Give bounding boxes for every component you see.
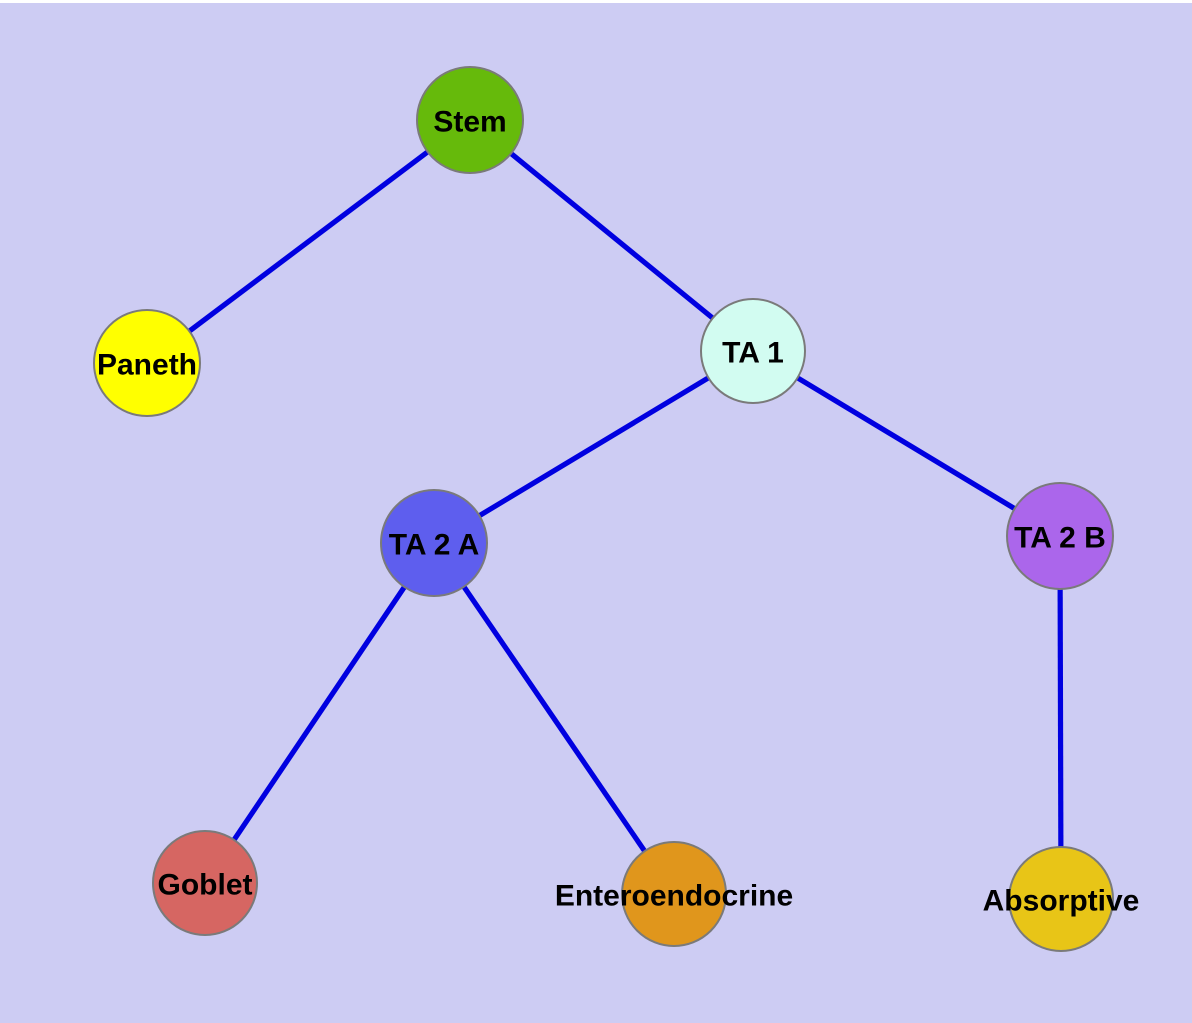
node-circle-enteroendocrine bbox=[621, 841, 727, 947]
node-enteroendocrine: Enteroendocrine bbox=[555, 841, 793, 947]
node-label-goblet: Goblet bbox=[158, 869, 253, 902]
node-ta2a: TA 2 A bbox=[380, 489, 488, 597]
node-label-stem: Stem bbox=[433, 106, 506, 139]
edge-stem-paneth bbox=[145, 117, 472, 366]
node-absorptive: Absorptive bbox=[983, 846, 1140, 952]
node-circle-ta1 bbox=[700, 298, 806, 404]
edge-ta2a-enteroendocrine bbox=[431, 541, 677, 896]
node-circle-stem bbox=[416, 66, 524, 174]
node-stem: Stem bbox=[416, 66, 524, 174]
node-ta2b: TA 2 B bbox=[1006, 482, 1114, 590]
edge-layer bbox=[145, 117, 1064, 900]
node-label-ta1: TA 1 bbox=[722, 337, 784, 370]
node-label-enteroendocrine: Enteroendocrine bbox=[555, 880, 793, 913]
node-label-ta2a: TA 2 A bbox=[389, 529, 480, 562]
node-label-ta2b: TA 2 B bbox=[1014, 522, 1106, 555]
node-label-paneth: Paneth bbox=[97, 349, 197, 382]
node-circle-absorptive bbox=[1008, 846, 1114, 952]
node-circle-ta2a bbox=[380, 489, 488, 597]
node-circle-paneth bbox=[93, 309, 201, 417]
node-paneth: Paneth bbox=[93, 309, 201, 417]
node-ta1: TA 1 bbox=[700, 298, 806, 404]
node-goblet: Goblet bbox=[152, 830, 258, 936]
edge-ta1-ta2b bbox=[751, 348, 1062, 539]
edge-stem-ta1 bbox=[468, 117, 755, 354]
edge-ta2b-absorptive bbox=[1057, 535, 1064, 900]
node-circle-ta2b bbox=[1006, 482, 1114, 590]
edge-ta2a-goblet bbox=[202, 541, 437, 885]
edge-ta1-ta2a bbox=[432, 348, 755, 546]
node-label-absorptive: Absorptive bbox=[983, 885, 1140, 918]
node-circle-goblet bbox=[152, 830, 258, 936]
